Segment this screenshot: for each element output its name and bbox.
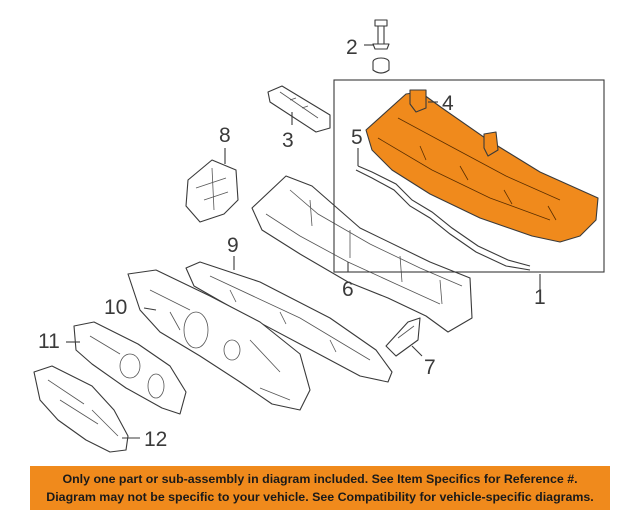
part-1-cowl-top xyxy=(333,79,605,273)
callout-8: 8 xyxy=(219,124,231,147)
part-3-bracket xyxy=(267,85,331,133)
disclaimer-line-2: Diagram may not be specific to your vehi… xyxy=(46,490,594,504)
callout-11: 11 xyxy=(38,330,60,353)
callout-1: 1 xyxy=(534,286,546,309)
disclaimer-banner: Only one part or sub-assembly in diagram… xyxy=(30,466,610,510)
callout-12: 12 xyxy=(144,428,167,451)
callout-4: 4 xyxy=(442,92,454,115)
callout-6: 6 xyxy=(342,278,354,301)
callout-2: 2 xyxy=(346,36,358,59)
callout-7: 7 xyxy=(424,356,436,379)
part-10-dash-panel xyxy=(127,269,311,411)
part-11-insulator xyxy=(73,321,187,415)
part-12-insulator-lower xyxy=(33,365,129,453)
callout-10: 10 xyxy=(104,296,127,319)
callout-3: 3 xyxy=(282,129,294,152)
part-7-bracket xyxy=(385,317,421,357)
disclaimer-line-1: Only one part or sub-assembly in diagram… xyxy=(62,472,578,486)
callout-5: 5 xyxy=(351,126,363,149)
part-2-bolt-clip xyxy=(372,19,390,74)
callout-9: 9 xyxy=(227,234,239,257)
parts-diagram: 1 2 3 4 5 6 7 8 9 10 11 12 xyxy=(33,19,605,453)
part-8-bracket xyxy=(185,159,239,223)
